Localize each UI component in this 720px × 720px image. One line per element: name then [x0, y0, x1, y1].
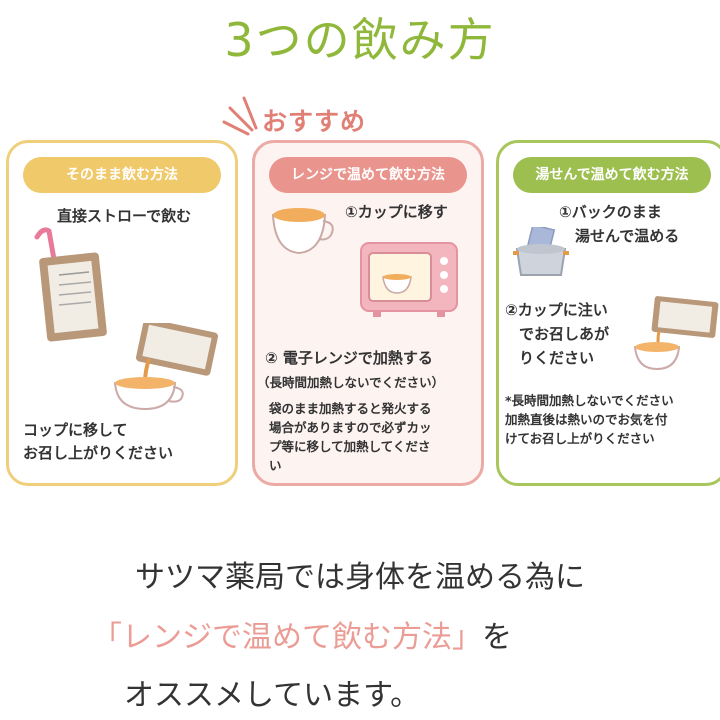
hotwater-step1-line1: ①バックのまま — [559, 203, 662, 221]
panel-straight: そのまま飲む方法 直接ストローで飲む コップに移して お召し上がりください — [6, 140, 238, 486]
microwave-warn-line2: 場合がありますので必ずカッ — [269, 420, 432, 435]
hotwater-note-line1: *長時間加熱しないでください — [505, 393, 674, 408]
hotwater-step2-line2: でお召しあが — [519, 325, 610, 343]
hotwater-note-line2: 加熱直後は熱いのでお気を付 — [505, 412, 668, 427]
hotwater-step2-line1: ②カップに注い — [505, 301, 608, 319]
panel-hotwater: 湯せんで温めて飲む方法 ①バックのまま 湯せんで温める ②カップに注い でお召し… — [496, 140, 720, 486]
panel-microwave-title: レンジで温めて飲む方法 — [269, 157, 467, 193]
microwave-icon — [360, 242, 458, 317]
microwave-warn-line4: い — [269, 458, 282, 473]
hotwater-note-line3: けてお召し上がりください — [505, 431, 655, 446]
bottom-line2: 「レンジで温めて飲む方法」を — [92, 612, 692, 656]
emphasis-lines-icon — [222, 96, 258, 136]
cup-icon — [271, 208, 334, 255]
pot-icon — [513, 227, 569, 276]
panel-microwave: レンジで温めて飲む方法 ①カップに移す ② 電子レンジで加熱する （長時間加熱し… — [252, 140, 484, 486]
page-title: 3つの飲み方 — [224, 13, 496, 67]
pour-pouch-icon — [633, 296, 719, 371]
straight-step2-line1: コップに移して — [23, 421, 128, 439]
microwave-warn-line1: 袋のまま加熱すると発火する — [269, 401, 432, 416]
bottom-line2-rest: を — [482, 620, 512, 655]
hotwater-step1-line2: 湯せんで温める — [575, 227, 680, 245]
drink-pouch-straw-icon — [34, 227, 107, 342]
pour-into-cup-icon — [113, 323, 218, 411]
microwave-step1: ①カップに移す — [345, 203, 448, 221]
straight-step1: 直接ストローで飲む — [57, 207, 192, 225]
microwave-note: （長時間加熱しないでください） — [257, 375, 445, 390]
bottom-line1: サツマ薬局では身体を温める為に — [135, 560, 585, 595]
recommend-label: おすすめ — [262, 107, 367, 136]
microwave-warn-line3: プ等に移して加熱してくださ — [269, 439, 431, 454]
panel-straight-title: そのまま飲む方法 — [23, 157, 221, 193]
panel-hotwater-title: 湯せんで温めて飲む方法 — [513, 157, 711, 193]
bottom-highlight: 「レンジで温めて飲む方法」 — [92, 620, 482, 655]
straight-step2-line2: お召し上がりください — [23, 444, 174, 462]
hotwater-step2-line3: りください — [519, 349, 595, 367]
microwave-step2: ② 電子レンジで加熱する — [265, 349, 433, 367]
bottom-line3: オススメしています。 — [124, 678, 421, 713]
